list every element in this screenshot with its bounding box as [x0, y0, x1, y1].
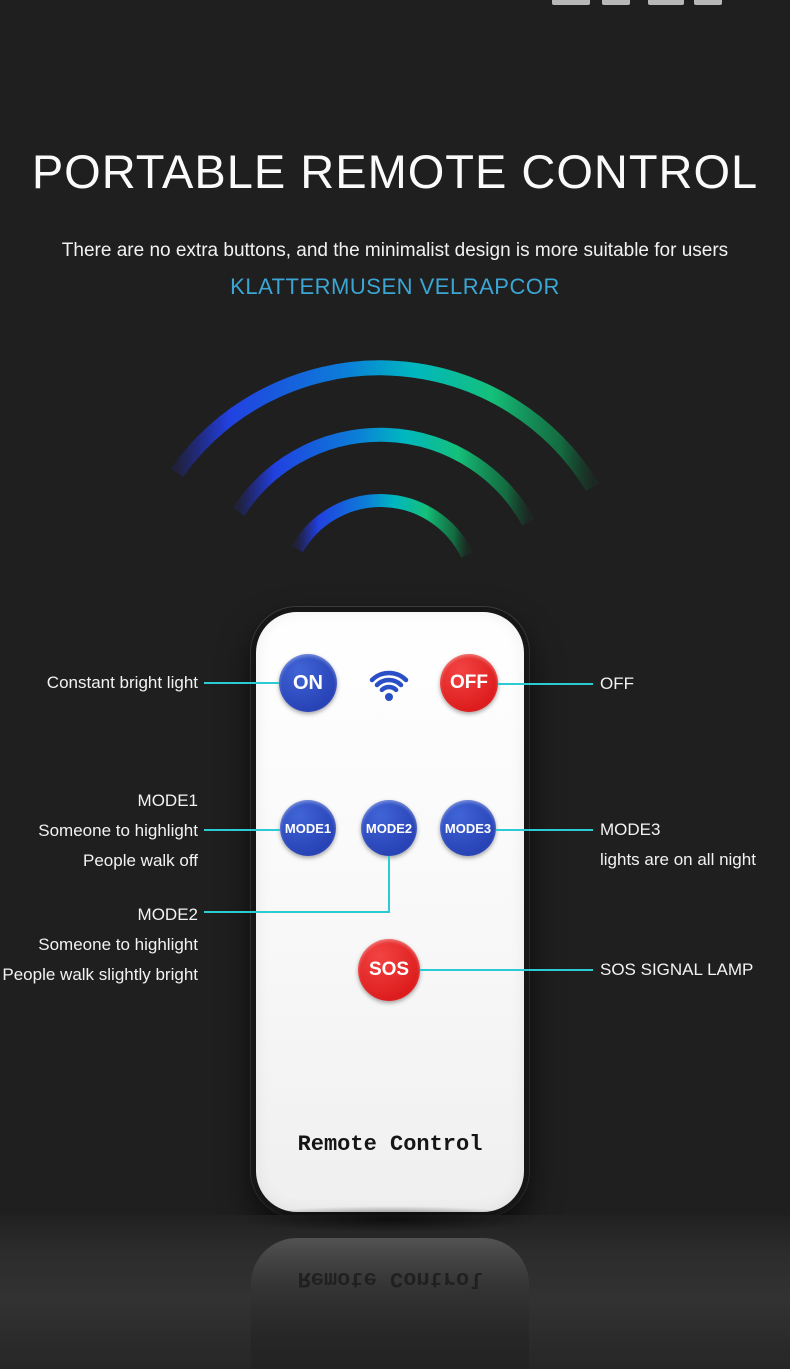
sos-button: SOS [358, 939, 420, 1001]
remote-brand-text: Remote Control [297, 1132, 483, 1157]
callout-label-mode2: MODE2 Someone to highlight People walk s… [0, 900, 198, 990]
callout-sos-text: SOS SIGNAL LAMP [600, 960, 754, 979]
callout-mode2-line3: People walk slightly bright [2, 965, 198, 984]
brand-line: KLATTERMUSEN VELRAPCOR [230, 274, 560, 299]
off-button: OFF [440, 654, 498, 712]
callout-label-on: Constant bright light [0, 672, 198, 694]
callout-label-mode1: MODE1 Someone to highlight People walk o… [0, 786, 198, 876]
callout-line-mode2-horizontal [204, 911, 390, 913]
off-button-label: OFF [450, 672, 488, 693]
mode1-button: MODE1 [280, 800, 336, 856]
callout-line-sos [420, 969, 593, 971]
wifi-waves [170, 360, 599, 558]
sos-button-label: SOS [368, 959, 410, 980]
callout-line-mode3 [496, 829, 593, 831]
callout-mode1-line1: MODE1 [137, 791, 198, 810]
callout-mode2-line1: MODE2 [137, 905, 198, 924]
callout-line-mode2-vertical [388, 856, 390, 913]
callout-mode3-line2: lights are on all night [600, 850, 756, 869]
callout-mode3-line1: MODE3 [600, 820, 661, 839]
callout-off-text: OFF [600, 674, 634, 693]
remote-reflection-text: Remote Control [297, 1266, 483, 1291]
remote-ground-shadow [235, 1206, 545, 1232]
on-button-label: ON [293, 671, 323, 694]
mode3-button: MODE3 [440, 800, 496, 856]
mode2-button: MODE2 [361, 800, 417, 856]
wifi-icon [369, 670, 409, 701]
callout-label-off: OFF [600, 673, 790, 695]
callout-line-off [498, 683, 593, 685]
mode2-button-label: MODE2 [365, 820, 413, 836]
on-button: ON [279, 654, 337, 712]
callout-line-on [204, 682, 279, 684]
callout-line-mode1 [204, 829, 280, 831]
callout-mode2-line2: Someone to highlight [38, 935, 198, 954]
callout-mode1-line2: Someone to highlight [38, 821, 198, 840]
callout-label-mode3: MODE3 lights are on all night [600, 815, 790, 875]
callout-on-text: Constant bright light [46, 673, 198, 692]
mode3-button-label: MODE3 [444, 820, 492, 836]
page-subtitle: There are no extra buttons, and the mini… [61, 240, 729, 261]
callout-mode1-line3: People walk off [83, 851, 198, 870]
remote-reflection: Remote Control [251, 1238, 529, 1369]
page-title: PORTABLE REMOTE CONTROL [31, 145, 759, 198]
mode1-button-label: MODE1 [284, 820, 332, 836]
callout-label-sos: SOS SIGNAL LAMP [600, 959, 790, 981]
